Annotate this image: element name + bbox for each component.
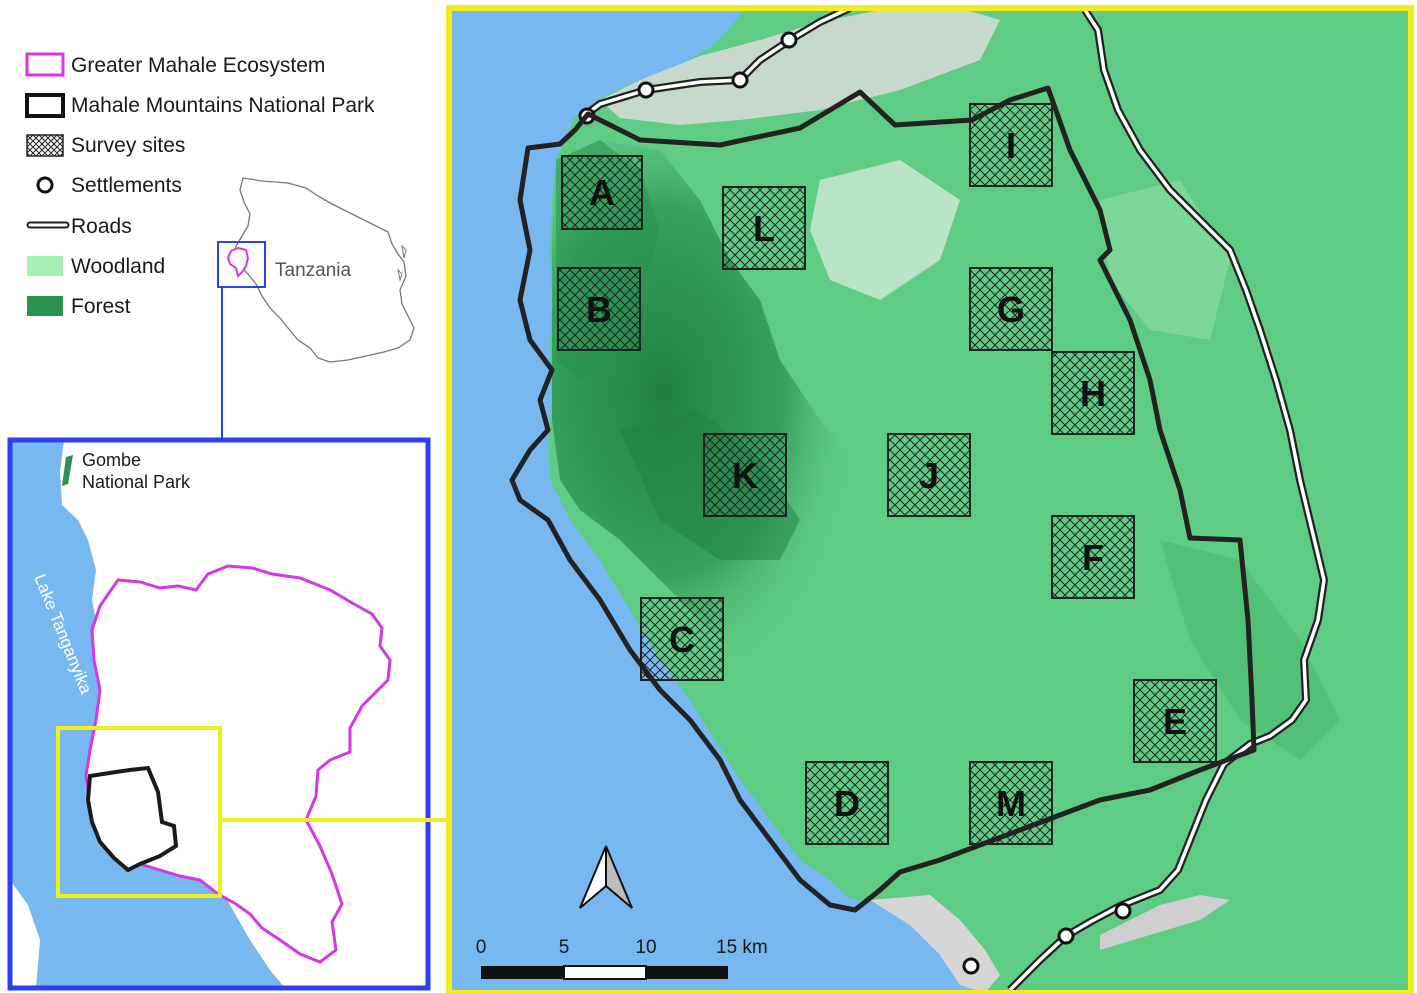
svg-text:L: L [753, 208, 775, 249]
survey-sites: A B C D E F G H I J K L M [557, 103, 1217, 845]
gombe-label: Gombe [82, 450, 141, 470]
svg-text:F: F [1082, 537, 1104, 578]
country-label: Tanzania [275, 260, 351, 281]
locator-frame [217, 241, 266, 288]
survey-site-b: B [557, 267, 641, 351]
settlement-marker [637, 81, 655, 99]
scale-bar: 0 5 10 15 km [476, 937, 768, 980]
svg-text:D: D [834, 783, 860, 824]
legend-label: Forest [71, 295, 131, 318]
legend: Greater Mahale Ecosystem Mahale Mountain… [25, 52, 375, 318]
legend-item-park: Mahale Mountains National Park [25, 93, 375, 118]
legend-label: Greater Mahale Ecosystem [71, 54, 325, 77]
settlement-marker [780, 31, 798, 49]
survey-site-d: D [805, 761, 889, 845]
survey-site-l: L [722, 186, 806, 270]
svg-text:B: B [586, 289, 612, 330]
scale-tick-label: 15 km [716, 937, 768, 958]
svg-text:C: C [669, 619, 695, 660]
gombe-label: National Park [82, 472, 191, 492]
magenta-outline-swatch [25, 52, 65, 77]
legend-item-ecosystem: Greater Mahale Ecosystem [25, 52, 325, 77]
north-arrow-icon [579, 845, 633, 909]
main-map: A B C D E F G H I J K L M 0 5 10 15 km [449, 8, 1411, 993]
scale-tick-label: 0 [476, 937, 487, 958]
legend-label: Woodland [71, 255, 165, 278]
settlement-marker [1114, 902, 1132, 920]
survey-site-c: C [640, 597, 724, 681]
legend-item-roads: Roads [26, 215, 132, 238]
circle-marker-icon [36, 176, 54, 194]
svg-text:M: M [996, 783, 1026, 824]
inset-frame [7, 437, 431, 991]
main-map-frame [446, 5, 1414, 993]
survey-site-f: F [1051, 515, 1135, 599]
svg-text:K: K [732, 455, 758, 496]
dark-green-swatch [27, 296, 63, 316]
survey-site-h: H [1051, 351, 1135, 435]
ecosystem-mini-outline [226, 246, 250, 278]
legend-item-survey: Survey sites [26, 134, 185, 157]
svg-text:I: I [1006, 125, 1016, 166]
park-boundary [509, 85, 1257, 913]
settlement-marker [1057, 927, 1075, 945]
black-outline-swatch [25, 93, 65, 118]
legend-label: Survey sites [71, 134, 185, 157]
mahale-park-outline [85, 765, 179, 873]
survey-site-e: E [1133, 679, 1217, 763]
extent-frame [56, 726, 222, 898]
scale-tick-label: 10 [635, 937, 656, 958]
legend-label: Settlements [71, 174, 182, 197]
legend-item-woodland: Woodland [27, 255, 165, 278]
survey-site-i: I [969, 103, 1053, 187]
gombe-park [62, 455, 73, 486]
settlement-marker [962, 957, 980, 975]
survey-site-g: G [969, 267, 1053, 351]
tanzania-locator: Tanzania [217, 177, 415, 438]
legend-item-settlements: Settlements [36, 174, 182, 197]
svg-text:A: A [589, 172, 615, 213]
svg-text:J: J [919, 455, 939, 496]
survey-site-j: J [887, 433, 971, 517]
settlement-marker [731, 71, 749, 89]
svg-text:G: G [997, 289, 1025, 330]
legend-label: Mahale Mountains National Park [71, 94, 375, 117]
inset-map: Gombe National Park Lake Tanganyika [7, 437, 449, 991]
light-green-swatch [27, 256, 63, 276]
legend-label: Roads [71, 215, 132, 238]
survey-site-a: A [561, 155, 643, 230]
scale-tick-label: 5 [559, 937, 570, 958]
svg-text:E: E [1163, 701, 1187, 742]
survey-site-k: K [703, 433, 787, 517]
crosshatch-swatch [26, 134, 64, 157]
lake-tanganyika [10, 440, 285, 988]
survey-site-m: M [969, 761, 1053, 845]
svg-text:H: H [1080, 373, 1106, 414]
legend-item-forest: Forest [27, 295, 131, 318]
